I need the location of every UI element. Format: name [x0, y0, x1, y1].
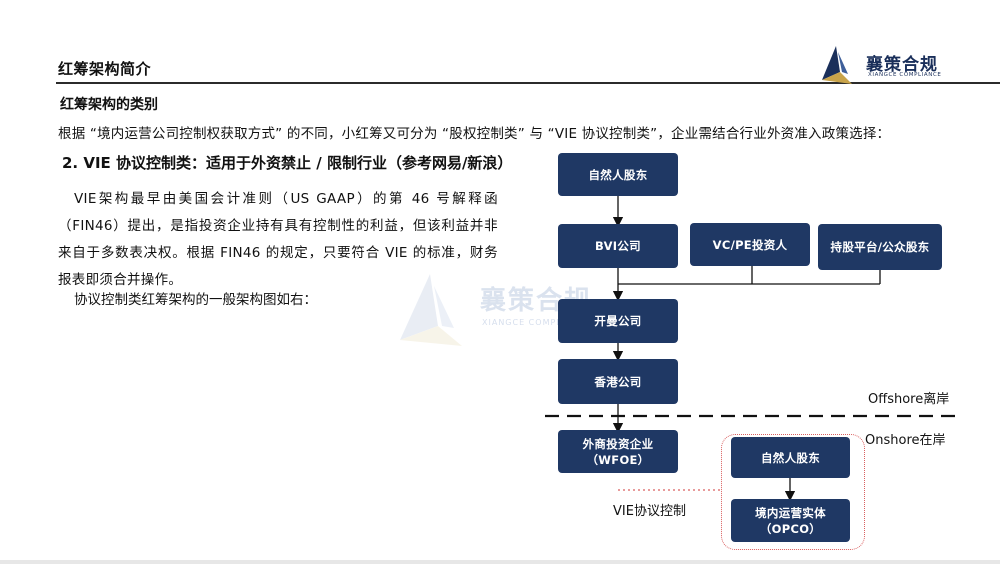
company-logo-icon — [822, 46, 852, 84]
opco-line1: 境内运营实体 — [755, 505, 826, 520]
box-hongkong: 香港公司 — [558, 359, 678, 404]
page-title: 红筹架构简介 — [58, 60, 152, 78]
vie-control-label: VIE协议控制 — [613, 504, 686, 519]
intro-text: 根据 “境内运营公司控制权获取方式” 的不同，小红筹又可分为 “股权控制类” 与… — [58, 126, 891, 142]
section-title: 红筹架构的类别 — [60, 97, 158, 113]
vie-description: VIE架构最早由美国会计准则（US GAAP）的第 46 号解释函（FIN46）… — [58, 191, 498, 288]
box-esop-public: 持股平台/公众股东 — [818, 224, 942, 270]
box-wfoe: 外商投资企业 （WFOE） — [558, 430, 678, 473]
logo-text: 襄策合规 — [866, 55, 938, 75]
subtitle: 2. VIE 协议控制类：适用于外资禁止 / 限制行业（参考网易/新浪） — [62, 154, 513, 172]
box-cayman: 开曼公司 — [558, 299, 678, 343]
offshore-label: Offshore离岸 — [868, 392, 950, 407]
bottom-border — [0, 560, 1000, 564]
wfoe-line1: 外商投资企业 — [582, 436, 654, 451]
box-natural-shareholder-onshore: 自然人股东 — [731, 437, 850, 478]
wfoe-line2: （WFOE） — [586, 452, 650, 467]
box-opco: 境内运营实体 （OPCO） — [731, 499, 850, 542]
title-divider — [56, 82, 1000, 84]
opco-line2: （OPCO） — [759, 521, 822, 536]
watermark-subtext: XIANGCE COMPLIANCE — [482, 318, 592, 327]
box-bvi: BVI公司 — [558, 224, 678, 268]
diagram-intro-text: 协议控制类红筹架构的一般架构图如右： — [74, 292, 317, 308]
onshore-label: Onshore在岸 — [865, 433, 946, 448]
box-vcpe: VC/PE投资人 — [690, 223, 810, 266]
box-natural-shareholder-top: 自然人股东 — [558, 153, 678, 196]
onshore-group-outline — [721, 434, 865, 550]
watermark-logo-icon — [400, 274, 462, 346]
logo-subtext: XIANGCE COMPLIANCE — [868, 72, 942, 78]
